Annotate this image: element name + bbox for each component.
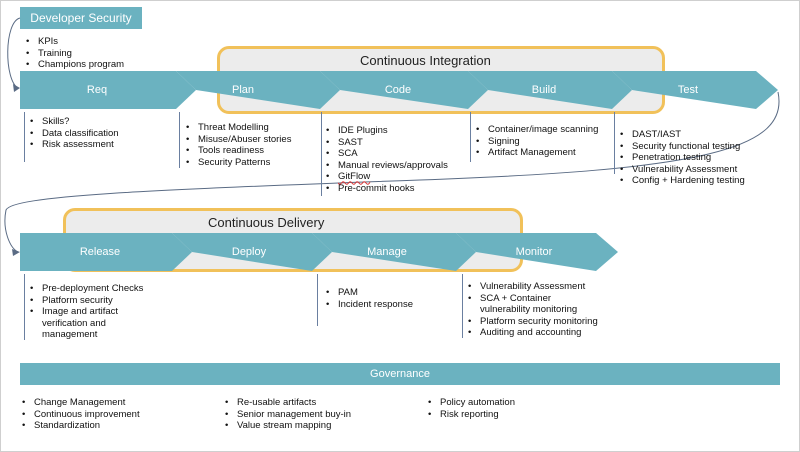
list-item: GitFlow [326, 171, 448, 183]
list-item: SCA + Container [468, 293, 598, 305]
list-item: Risk reporting [428, 409, 515, 421]
list-item: Threat Modelling [186, 122, 291, 134]
release-arrow [20, 233, 192, 271]
dev-security-connector [7, 17, 21, 89]
developer-security-box: Developer Security [20, 7, 142, 29]
list-item: IDE Plugins [326, 125, 448, 137]
list-item: vulnerability monitoring [480, 304, 578, 316]
governance-list-3: Policy automation Risk reporting [428, 397, 515, 420]
code-list: IDE Plugins SAST SCA Manual reviews/appr… [326, 125, 448, 195]
req-arrow [20, 71, 196, 109]
list-item: Re-usable artifacts [225, 397, 351, 409]
governance-bar [20, 363, 780, 385]
list-item: Misuse/Abuser stories [186, 134, 291, 146]
list-item: Change Management [22, 397, 140, 409]
build-list: Container/image scanning Signing Artifac… [476, 124, 598, 159]
monitor-arrow [456, 233, 618, 271]
list-item: Champions program [26, 59, 124, 71]
manage-arrow [312, 233, 476, 271]
list-item: Signing [476, 136, 598, 148]
list-item: KPIs [26, 36, 124, 48]
release-list: Pre-deployment Checks Platform security … [30, 283, 143, 341]
list-item: PAM [326, 287, 413, 299]
list-item: Platform security monitoring [468, 316, 598, 328]
developer-security-title: Developer Security [30, 11, 132, 25]
list-item: Risk assessment [30, 139, 119, 151]
list-item: Platform security [30, 295, 143, 307]
dev-security-connector-head [13, 84, 20, 92]
governance-list-2: Re-usable artifacts Senior management bu… [225, 397, 351, 432]
wrap-connector-head [12, 249, 20, 256]
list-item: Senior management buy-in [225, 409, 351, 421]
list-item: Continuous improvement [22, 409, 140, 421]
list-item: verification and [42, 317, 106, 329]
test-list: DAST/IAST Security functional testing Pe… [620, 129, 745, 187]
list-item: Training [26, 48, 124, 60]
list-item: Security functional testing [620, 141, 745, 153]
list-item: Skills? [30, 116, 119, 128]
list-item: Manual reviews/approvals [326, 160, 448, 172]
governance-list-1: Change Management Continuous improvement… [22, 397, 140, 432]
build-arrow [468, 71, 632, 109]
divider-build [470, 112, 471, 162]
divider-test [614, 112, 615, 174]
continuous-delivery-title: Continuous Delivery [208, 215, 325, 230]
req-list: Skills? Data classification Risk assessm… [30, 116, 119, 151]
list-item: Standardization [22, 420, 140, 432]
list-item: Tools readiness [186, 145, 291, 157]
divider-req [24, 112, 25, 162]
test-arrow [612, 71, 778, 109]
list-item: Pre-commit hooks [326, 183, 448, 195]
list-item: Config + Hardening testing [620, 175, 745, 187]
list-item: Image and artifact [30, 306, 143, 318]
code-arrow [320, 71, 488, 109]
list-item: management [42, 329, 98, 341]
divider-code [321, 112, 322, 196]
monitor-list: Vulnerability Assessment SCA + Container… [468, 281, 598, 339]
developer-security-list: KPIs Training Champions program [26, 36, 124, 71]
list-item: Pre-deployment Checks [30, 283, 143, 295]
plan-arrow [176, 71, 340, 109]
continuous-integration-title: Continuous Integration [360, 53, 491, 68]
divider-release [24, 274, 25, 340]
list-item: Data classification [30, 128, 119, 140]
list-item: Security Patterns [186, 157, 291, 169]
list-item: Container/image scanning [476, 124, 598, 136]
divider-monitor [462, 274, 463, 338]
list-item: Auditing and accounting [468, 327, 598, 339]
divider-manage [317, 274, 318, 326]
deploy-arrow [172, 233, 332, 271]
list-item: Incident response [326, 299, 413, 311]
list-item: Penetration testing [620, 152, 745, 164]
list-item: SAST [326, 137, 448, 149]
list-item: SCA [326, 148, 448, 160]
plan-list: Threat Modelling Misuse/Abuser stories T… [186, 122, 291, 168]
list-item: Policy automation [428, 397, 515, 409]
divider-plan [179, 112, 180, 168]
list-item: Value stream mapping [225, 420, 351, 432]
list-item: Vulnerability Assessment [468, 281, 598, 293]
list-item: Artifact Management [476, 147, 598, 159]
manage-list: PAM Incident response [326, 287, 413, 310]
list-item: Vulnerability Assessment [620, 164, 745, 176]
list-item: DAST/IAST [620, 129, 745, 141]
